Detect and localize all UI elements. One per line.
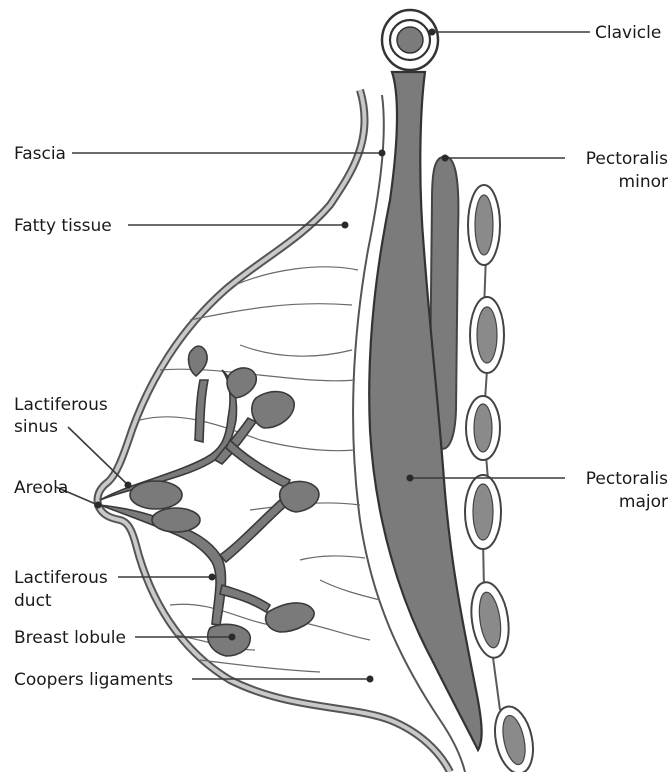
breast-lobule xyxy=(208,624,251,656)
label-coopers-ligaments: Coopers ligaments xyxy=(14,670,173,690)
breast-lobule xyxy=(266,603,314,632)
breast-lobule xyxy=(227,368,256,398)
label-pectoralis-minor-line2: minor xyxy=(619,172,668,192)
breast-lobule xyxy=(189,346,208,376)
rib xyxy=(466,396,500,460)
rib xyxy=(468,185,500,265)
labels: Clavicle Fascia Fatty tissue Pectoralis … xyxy=(14,23,668,690)
label-lactiferous-sinus-line2: sinus xyxy=(14,417,58,437)
breast-lobules xyxy=(189,346,319,656)
rib xyxy=(467,580,513,660)
breast-lobule xyxy=(252,392,294,428)
clavicle xyxy=(382,10,438,70)
label-pectoralis-minor-line1: Pectoralis xyxy=(586,149,668,169)
rib xyxy=(465,475,501,549)
label-pectoralis-major-line2: major xyxy=(619,492,668,512)
label-fatty-tissue: Fatty tissue xyxy=(14,216,112,236)
label-clavicle: Clavicle xyxy=(595,23,661,43)
rib xyxy=(489,703,538,772)
pectoralis-major xyxy=(369,72,481,750)
rib xyxy=(470,297,504,373)
label-lactiferous-duct-line1: Lactiferous xyxy=(14,568,108,588)
label-areola: Areola xyxy=(14,478,68,498)
label-pectoralis-major-line1: Pectoralis xyxy=(586,469,668,489)
breast-lobule xyxy=(280,481,319,512)
label-breast-lobule: Breast lobule xyxy=(14,628,126,648)
label-lactiferous-duct-line2: duct xyxy=(14,591,52,611)
label-fascia: Fascia xyxy=(14,144,66,164)
label-lactiferous-sinus-line1: Lactiferous xyxy=(14,395,108,415)
